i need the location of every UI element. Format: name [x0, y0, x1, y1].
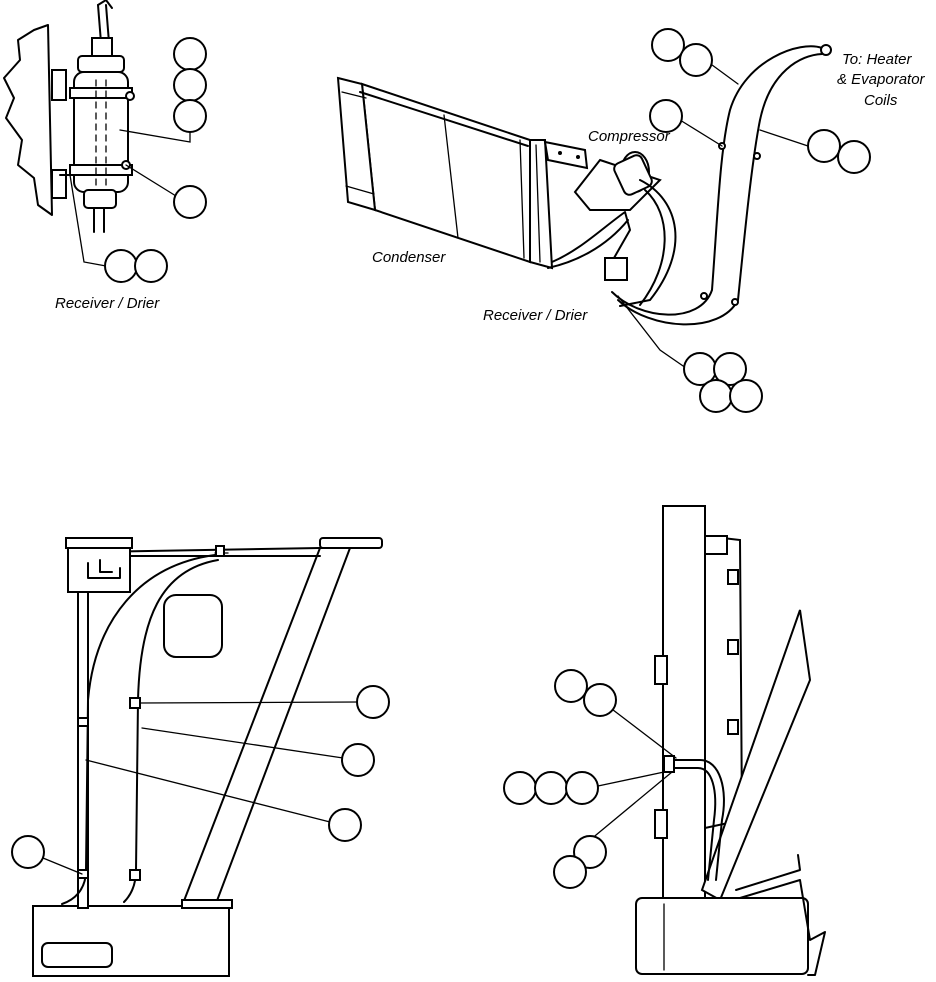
condenser-label: Condenser: [372, 249, 446, 266]
callout-balloon: [173, 185, 207, 219]
callout-balloon: [328, 808, 362, 842]
receiver-drier-detail: Receiver / Drier: [3, 0, 207, 312]
mounting-wall-break: [3, 24, 53, 216]
callout-balloon: [554, 669, 588, 703]
callout-balloon: [553, 855, 587, 889]
cab-floor-box: [635, 897, 809, 975]
callout-balloon: [134, 249, 168, 283]
callout-balloon: [583, 683, 617, 717]
callout-balloon: [503, 771, 537, 805]
lower-bracket: [51, 169, 67, 199]
hose-to-heater: [611, 45, 823, 316]
upper-bracket: [51, 69, 67, 101]
to-heater-label-line1: To: Heater: [842, 51, 912, 68]
callout-balloon: [679, 43, 713, 77]
callout-balloon: [649, 99, 683, 133]
callout-balloon: [341, 743, 375, 777]
callout-balloon: [173, 37, 207, 71]
callout-balloon: [173, 99, 207, 133]
callout-balloon: [356, 685, 390, 719]
callout-balloon: [807, 129, 841, 163]
receiver-drier-label-2: Receiver / Drier: [483, 307, 588, 324]
callout-balloon: [729, 379, 763, 413]
to-heater-label-line3: Coils: [864, 92, 898, 109]
cab-pillar-view-right: [503, 505, 826, 976]
condenser-assembly: Condenser Compressor Receiver / Drier To…: [336, 28, 926, 413]
refrigerant-line: [551, 211, 631, 273]
callout-balloon: [534, 771, 568, 805]
callout-balloon: [651, 28, 685, 62]
vertical-pillar: [662, 505, 706, 899]
callout-balloon: [713, 352, 747, 386]
hose-route-right: [665, 759, 725, 881]
receiver-drier-label: Receiver / Drier: [55, 295, 160, 312]
compressor-label: Compressor: [588, 128, 671, 145]
to-heater-label-line2: & Evaporator: [837, 71, 926, 88]
callout-balloon: [11, 835, 45, 869]
callout-balloon: [173, 68, 207, 102]
hose-route: [61, 554, 216, 905]
cab-pillar-view-left: [11, 537, 390, 977]
callout-balloon: [699, 379, 733, 413]
cab-window: [163, 594, 223, 658]
callout-balloon: [104, 249, 138, 283]
callout-balloon: [837, 140, 871, 174]
callout-balloon: [565, 771, 599, 805]
condenser-core: [360, 82, 531, 264]
